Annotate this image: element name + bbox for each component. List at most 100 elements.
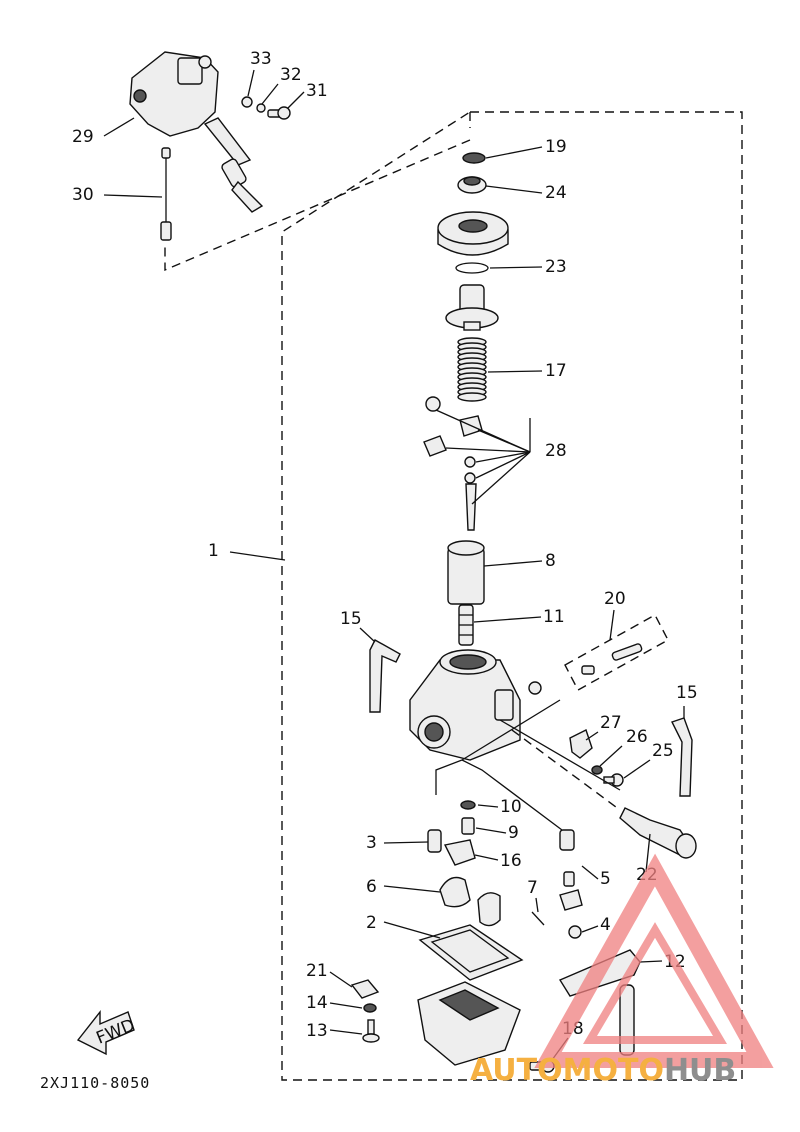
leader-line-22 <box>645 833 651 873</box>
bracket <box>569 729 593 759</box>
callout-31: 31 <box>306 81 328 101</box>
callout-19: 19 <box>545 137 567 157</box>
callout-7: 7 <box>527 878 538 898</box>
callout-16: 16 <box>500 851 522 871</box>
leader-line-24 <box>485 185 543 194</box>
float <box>439 876 501 927</box>
carburetor-top-cap <box>437 211 509 256</box>
plate-21 <box>350 979 380 999</box>
callout-27: 27 <box>600 713 622 733</box>
main-jet <box>461 817 475 835</box>
washer-14 <box>363 1003 377 1013</box>
vent-tube-left <box>369 639 401 713</box>
cable-nut <box>457 176 487 194</box>
starter-axis-line <box>511 729 621 811</box>
baffle-plate <box>443 839 476 866</box>
leader-line-28-branch <box>475 451 531 479</box>
callout-32: 32 <box>280 65 302 85</box>
o-ring <box>455 262 489 274</box>
body-leader-lines <box>435 699 621 831</box>
callout-30: 30 <box>72 185 94 205</box>
leader-line-8 <box>483 560 543 567</box>
callout-11: 11 <box>543 607 565 627</box>
diagram-code: 2XJ110-8050 <box>40 1074 150 1092</box>
leader-line-28-branch <box>475 451 531 463</box>
callout-14: 14 <box>306 993 328 1013</box>
leader-line-13 <box>329 1029 363 1035</box>
starter-plunger <box>619 807 697 859</box>
leader-line-32 <box>261 83 279 105</box>
throttle-spring <box>457 337 487 402</box>
throttle-slide <box>447 540 485 605</box>
callout-26: 26 <box>626 727 648 747</box>
leader-line-1 <box>229 551 286 561</box>
throttle-valve-cap <box>445 284 499 331</box>
leader-line-29 <box>103 117 135 137</box>
cable-link-line <box>164 112 471 272</box>
callout-1: 1 <box>208 541 219 561</box>
screw-13 <box>362 1019 380 1043</box>
callout-20: 20 <box>604 589 626 609</box>
assembly-boundary <box>281 111 743 1081</box>
callout-4: 4 <box>600 915 611 935</box>
callout-28: 28 <box>545 441 567 461</box>
leader-line-25 <box>623 759 651 779</box>
leader-line-14 <box>329 1002 363 1009</box>
leader-line-17 <box>487 370 543 373</box>
callout-9: 9 <box>508 823 519 843</box>
spring-coil <box>457 392 487 402</box>
callout-33: 33 <box>250 49 272 69</box>
screw-4 <box>568 925 582 939</box>
callout-17: 17 <box>545 361 567 381</box>
cap-screw-washers <box>241 96 291 120</box>
leader-line-4 <box>581 925 599 933</box>
callout-3: 3 <box>366 833 377 853</box>
float-chamber <box>417 981 521 1066</box>
leader-line-3 <box>383 841 429 844</box>
leader-line-27 <box>585 731 599 741</box>
forward-direction-arrow: FWD <box>76 1009 138 1056</box>
pilot-screw-group <box>564 614 669 691</box>
throttle-cable <box>160 147 172 241</box>
leader-line-31 <box>287 91 305 109</box>
screw-25 <box>603 773 624 787</box>
leader-line-21 <box>329 971 353 988</box>
drain-tube <box>619 984 635 1056</box>
leader-line-26 <box>599 745 623 767</box>
leader-line-15a <box>359 627 376 643</box>
leader-line-6 <box>383 885 441 893</box>
callout-6: 6 <box>366 877 377 897</box>
watermark-text: AUTOMOTOHUB <box>470 1053 736 1088</box>
callout-29: 29 <box>72 127 94 147</box>
carburetor-body <box>409 649 542 761</box>
leader-line-7 <box>535 897 539 913</box>
callout-25: 25 <box>652 741 674 761</box>
callout-15b: 15 <box>676 683 698 703</box>
callout-8: 8 <box>545 551 556 571</box>
leader-line-19 <box>485 146 543 159</box>
callout-5: 5 <box>600 869 611 889</box>
callout-13: 13 <box>306 1021 328 1041</box>
pilot-jet <box>559 829 583 911</box>
leader-line-33 <box>247 69 255 97</box>
leader-line-5 <box>581 865 599 880</box>
leader-line-16 <box>474 854 499 861</box>
vent-tube-right <box>671 717 693 797</box>
callout-15a: 15 <box>340 609 362 629</box>
callout-2: 2 <box>366 913 377 933</box>
leader-line-23 <box>489 266 543 269</box>
leader-line-28-branch <box>445 447 531 453</box>
leader-line-2 <box>383 921 441 939</box>
leader-line-11 <box>473 616 542 623</box>
leader-line-20 <box>609 609 615 641</box>
callout-10: 10 <box>500 797 522 817</box>
washer-10 <box>460 800 476 810</box>
watermark-logo <box>534 853 774 1068</box>
washer-26 <box>591 765 603 775</box>
float-pin <box>531 911 545 926</box>
callout-23: 23 <box>545 257 567 277</box>
leader-line-28-branch <box>471 451 531 505</box>
throttle-housing <box>129 51 264 213</box>
